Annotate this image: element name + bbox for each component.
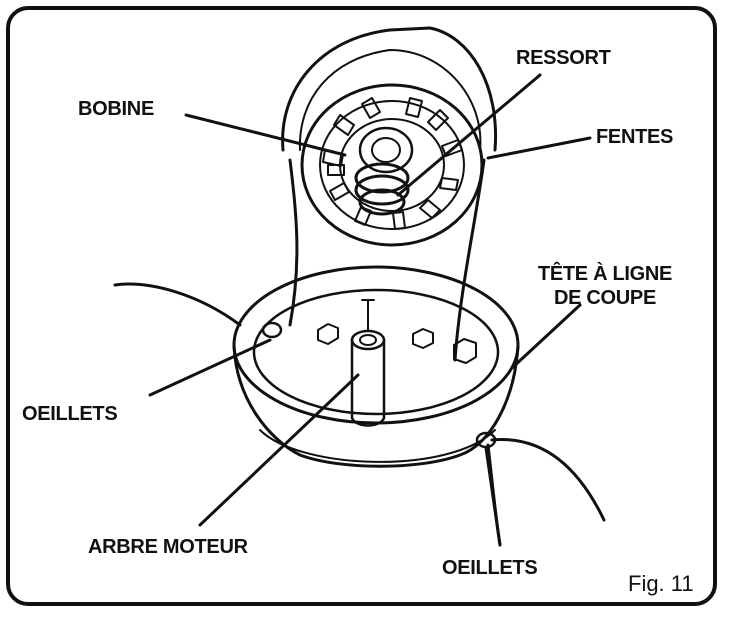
leader-fentes <box>486 136 592 160</box>
label-fentes: FENTES <box>596 126 674 148</box>
label-tete-line1: TÊTE À LIGNE <box>537 263 673 285</box>
spring-ressort <box>354 162 410 216</box>
label-arbre-moteur: ARBRE MOTEUR <box>88 536 248 558</box>
figure-number: Fig. 11 <box>628 571 694 596</box>
leader-bobine <box>184 113 347 157</box>
label-oeillets-right: OEILLETS <box>442 557 538 579</box>
leader-arbre <box>198 373 360 527</box>
leader-oeillets-left <box>148 338 272 397</box>
label-oeillets-left: OEILLETS <box>22 403 118 425</box>
drive-shaft-arbre <box>350 299 386 427</box>
leader-oeillets-right <box>484 446 502 547</box>
leader-lines <box>148 73 592 547</box>
figure-frame <box>6 6 717 606</box>
leader-tete <box>510 303 582 370</box>
label-bobine: BOBINE <box>78 98 154 120</box>
label-tete-line2: DE COUPE <box>553 287 657 309</box>
spool-cover <box>281 26 498 152</box>
line-head-body <box>232 265 520 468</box>
leader-ressort <box>396 73 542 197</box>
label-ressort: RESSORT <box>516 47 611 69</box>
label-tete-a-ligne: TÊTE À LIGNE DE COUPE <box>525 262 685 310</box>
